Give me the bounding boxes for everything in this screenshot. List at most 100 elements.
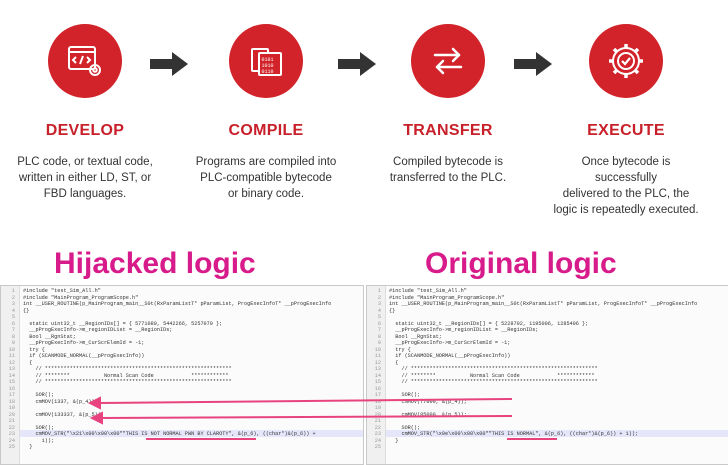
step-develop: DEVELOP PLC code, or textual code,writte… [10,24,160,202]
code-line: int __USER_ROUTINE(p_MainProgram_main__S… [389,301,698,307]
line-number: 25 [8,444,15,450]
code-line: #include "test_Sim_All.h" [23,288,101,294]
line-number: 21 [374,418,381,424]
code-line: {} [389,307,396,314]
line-number: 15 [374,379,381,385]
line-number: 2 [377,294,381,301]
injected-string-underline [146,438,256,440]
line-number: 1 [11,288,15,294]
line-number: 14 [8,372,15,379]
line-number: 22 [8,424,15,431]
code-line: cmMOV(1337, &(p_4)); [23,398,98,405]
code-line: if (SCANMODE_NORMAL(__pProgExecInfo)) [389,353,511,359]
line-number: 10 [374,346,381,353]
code-line: #include "MainProgram_ProgramScope.h" [389,294,505,301]
code-line: } [389,437,399,444]
code-line: SOR(); [389,424,421,431]
code-line: SOR(); [23,424,55,431]
code-line: try { [389,346,411,353]
code-line: #include "MainProgram_ProgramScope.h" [23,294,139,301]
line-number: 7 [377,327,381,333]
line-number: 19 [8,405,15,411]
step-description: PLC code, or textual code,written in eit… [17,156,153,200]
normal-string-underline [507,438,557,440]
line-number: 4 [11,307,15,314]
code-line: cmMOV(77000, &(p_4)); [389,398,467,405]
line-number: 10 [8,346,15,353]
hijacked-logic-label: Hijacked logic [54,247,256,280]
code-line: } [23,444,33,450]
line-number: 9 [11,340,15,346]
line-number: 18 [8,398,15,405]
code-line: SOR(); [389,392,421,398]
code-line: static uint32_t __RegionIDs[] = { 577108… [23,320,223,327]
line-number: 1 [377,288,381,294]
code-line: {} [23,307,30,314]
step-title: TRANSFER [403,122,493,139]
line-number: 22 [374,424,381,431]
line-number: 21 [8,418,15,424]
highlighted-line [20,430,363,437]
code-line: // ******** Normal Scan Code ***********… [389,372,595,379]
line-number: 11 [374,353,381,359]
line-number: 17 [374,392,381,398]
step-title: DEVELOP [45,122,125,139]
line-number: 13 [374,366,381,372]
code-line: { [23,359,33,366]
arrow-right-icon [338,52,376,76]
line-number: 23 [8,431,15,437]
code-line: __pProgExecInfo->m_CurScrElemId = -1; [23,340,145,346]
original-logic-label: Original logic [425,247,617,280]
line-number: 7 [11,327,15,333]
transfer-circle [411,24,485,98]
code-line: 1)); [23,437,55,444]
line-number: 17 [8,392,15,398]
code-line: int __USER_ROUTINE(p_MainProgram_main__S… [23,301,332,307]
execute-circle [589,24,663,98]
compile-circle: 0101 1010 0110 [229,24,303,98]
line-number: 18 [374,398,381,405]
line-number: 6 [11,320,15,327]
code-line: cmMOV(85000, &(p_5)); [389,411,467,418]
code-line: // ******** Normal Scan Code ***********… [23,372,229,379]
arrow-right-icon [150,52,188,76]
line-number: 23 [374,431,381,437]
code-line: SOR(); [23,392,55,398]
transfer-arrows-icon [433,47,463,75]
line-number: 9 [377,340,381,346]
code-line: // *************************************… [23,366,232,372]
highlighted-line [386,430,728,437]
line-number: 12 [8,359,15,366]
line-number: 20 [8,411,15,418]
step-title: EXECUTE [587,122,665,139]
line-number: 3 [377,301,381,307]
binary-file-icon: 0101 1010 0110 [251,48,282,76]
line-number: 11 [8,353,15,359]
code-line: cmMOV(133337, &(p_5)); [23,411,104,418]
line-number: 14 [374,372,381,379]
code-line: cmMOV_STR("\x21\x00\x00\x00""THIS IS NOT… [23,431,316,437]
line-number: 16 [8,385,15,392]
line-number: 8 [11,333,15,340]
line-gutter [367,286,386,464]
line-number: 8 [377,333,381,340]
original-code-panel: 1#include "test_Sim_All.h"2#include "Mai… [366,285,728,465]
line-gutter [1,286,20,464]
step-compile: 0101 1010 0110 COMPILE Programs are comp… [191,24,341,202]
line-number: 15 [8,379,15,385]
code-line: __pProgExecInfo->m_regionIDList = __Regi… [23,327,173,333]
line-number: 5 [377,314,381,320]
line-number: 19 [374,405,381,411]
line-number: 16 [374,385,381,392]
code-line: if (SCANMODE_NORMAL(__pProgExecInfo)) [23,353,145,359]
arrow-right-icon [514,52,552,76]
code-line: // *************************************… [389,366,598,372]
line-number: 2 [11,294,15,301]
line-number: 24 [8,437,15,444]
line-number: 5 [11,314,15,320]
code-line: static uint32_t __RegionIDs[] = { 522870… [389,320,589,327]
line-number: 6 [377,320,381,327]
